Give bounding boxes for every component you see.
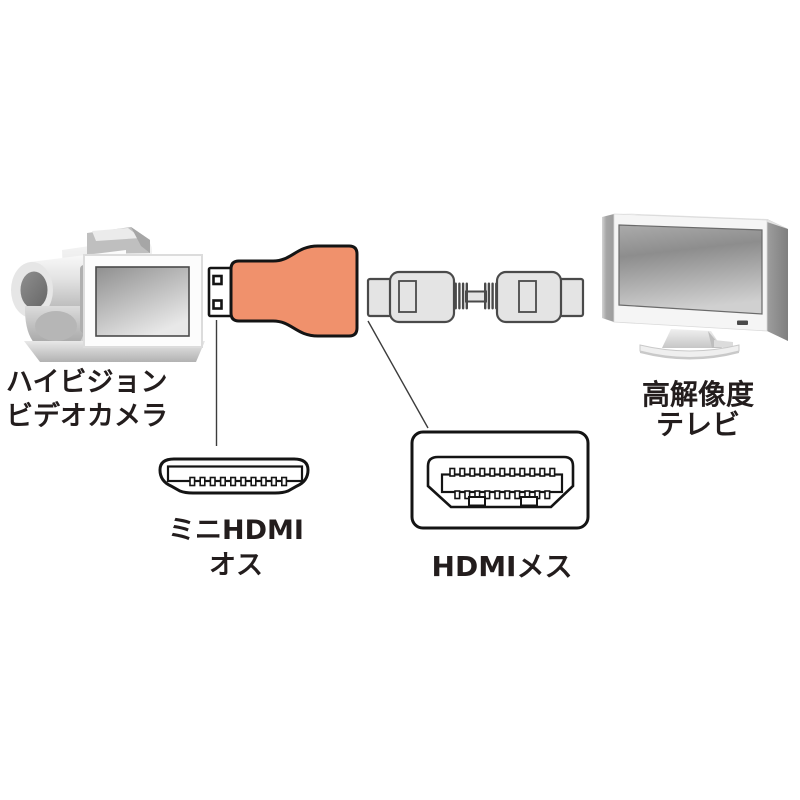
tv-label: 高解像度 テレビ xyxy=(610,380,786,440)
tv-label-line2: テレビ xyxy=(655,408,740,441)
hdmi-female-label-line1: HDMIメス xyxy=(431,550,573,583)
leader-line-hdmi-female xyxy=(367,320,429,429)
tv-indicator xyxy=(737,320,748,325)
tv-side-panel xyxy=(767,219,788,341)
tv-stand-neck xyxy=(662,329,722,348)
adapter-body xyxy=(229,244,359,338)
widescreen-tv-illustration xyxy=(602,213,788,360)
lcd-screen xyxy=(95,266,190,337)
tv-left-speaker xyxy=(602,214,614,322)
hdmi-cable-illustration xyxy=(366,270,585,324)
hdmi-pins-bottom xyxy=(454,490,551,500)
tv-label-line1: 高解像度 xyxy=(641,378,754,411)
mini-hdmi-pins xyxy=(189,476,288,487)
camcorder-label-line1: ハイビジョン xyxy=(6,367,168,398)
camcorder-lens xyxy=(20,271,48,309)
cable-plug-left xyxy=(366,277,393,318)
cable-connector-left xyxy=(388,270,456,324)
mini-hdmi-adapter-illustration xyxy=(207,244,359,338)
mini-hdmi-label-line2: オス xyxy=(209,550,263,581)
hdmi-female-port-diagram xyxy=(410,430,590,530)
camcorder-label-line2: ビデオカメラ xyxy=(6,401,168,432)
hdmi-pins-top xyxy=(449,467,556,477)
hdmi-female-label: HDMIメス xyxy=(406,551,598,583)
tv-screen xyxy=(618,224,763,315)
mini-hdmi-label-line1: ミニHDMI xyxy=(168,515,304,546)
mini-hdmi-label: ミニHDMI オス xyxy=(155,513,317,583)
cable-wire xyxy=(465,290,487,303)
camcorder-illustration xyxy=(11,227,205,362)
camcorder-label: ハイビジョン ビデオカメラ xyxy=(6,366,168,434)
cable-connector-right xyxy=(495,270,563,324)
cable-plug-right xyxy=(558,277,585,318)
mini-hdmi-male-connector-diagram xyxy=(158,457,310,495)
